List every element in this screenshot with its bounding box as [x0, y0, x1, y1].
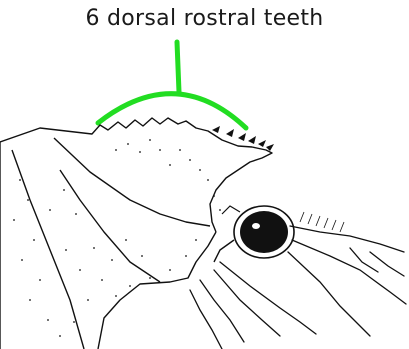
carapace: [0, 118, 272, 349]
appendages: [190, 226, 406, 349]
rostral-teeth: [212, 126, 274, 151]
stipple-shading: [13, 139, 221, 337]
eye-pupil: [240, 211, 288, 253]
eye: [214, 206, 294, 262]
eye-stalk: [214, 240, 234, 262]
annotation-bracket: [98, 42, 246, 128]
bracket-stem: [177, 42, 179, 92]
